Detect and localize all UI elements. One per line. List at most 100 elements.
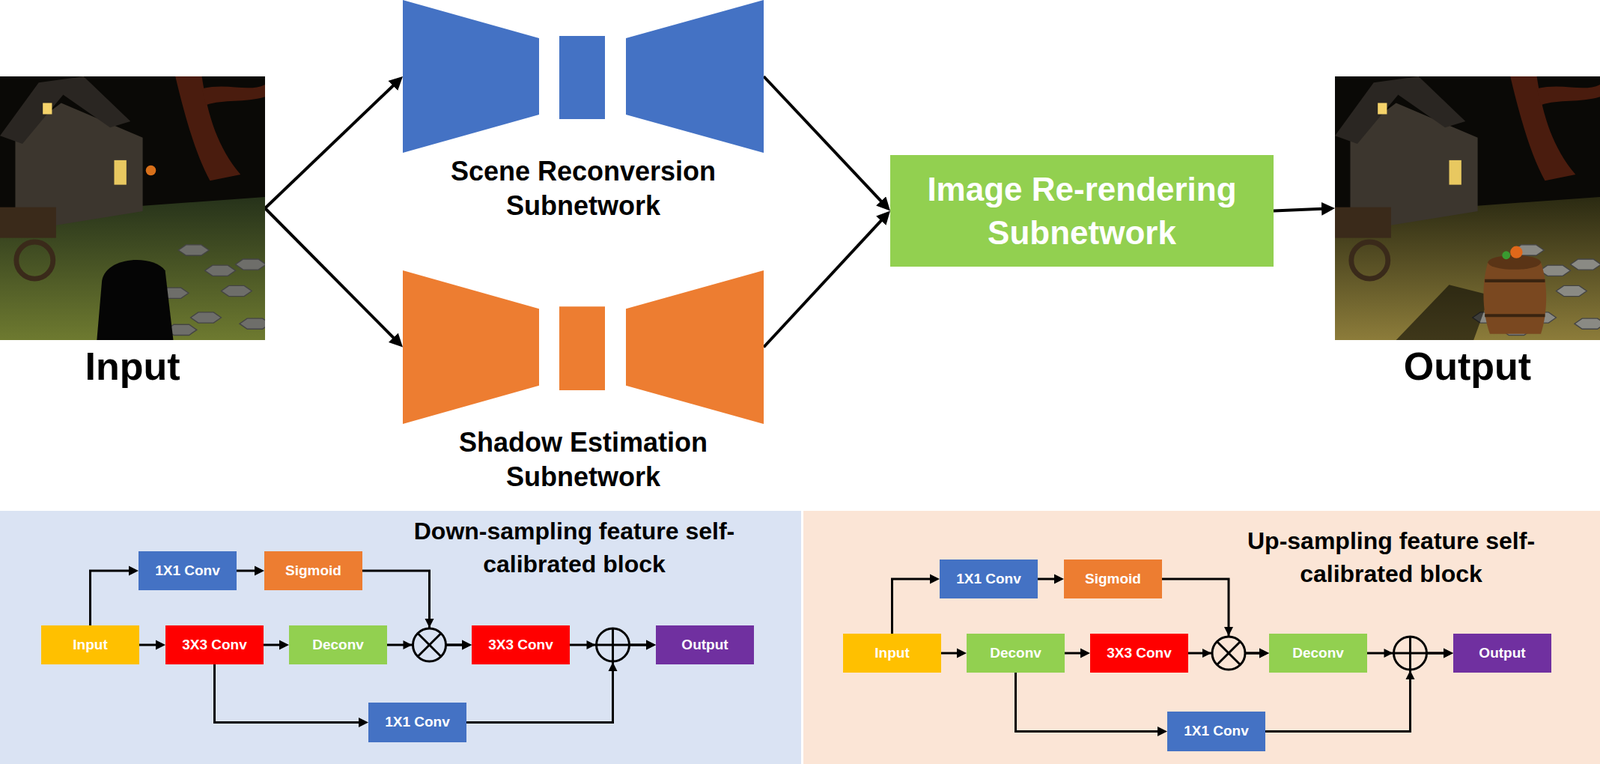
barrel-band: [1484, 313, 1545, 317]
stepping-stone: [1570, 259, 1600, 270]
stepping-stone: [239, 318, 266, 329]
layer-box: 3X3 Conv: [1090, 633, 1189, 673]
block-panel: Down-sampling feature self-calibrated bl…: [0, 510, 802, 764]
box-label: 1X1 Conv: [956, 570, 1022, 588]
node-caption: Input: [0, 342, 266, 390]
flow-arrow: [214, 664, 366, 723]
stepping-stone: [235, 259, 266, 270]
box-label: 3X3 Conv: [1106, 644, 1172, 662]
box-label: 1X1 Conv: [154, 562, 221, 580]
stepping-stone: [1555, 285, 1587, 296]
barrel-shadow: [1396, 284, 1490, 340]
encoder-decoder-shape: [559, 306, 605, 391]
arrow-head: [608, 661, 618, 671]
box-label: Output: [1478, 644, 1526, 662]
arrow-head: [1202, 648, 1212, 658]
operator-symbol: [1202, 626, 1246, 670]
apple: [1501, 250, 1511, 260]
multiply-stroke: [417, 632, 441, 656]
subnetwork-shape: Shadow Estimation Subnetwork: [402, 270, 764, 424]
operator-symbol: [586, 628, 630, 671]
subnetwork-outline: [402, 270, 764, 424]
layer-box: 3X3 Conv: [471, 625, 570, 665]
subnetwork-box: Image Re-rendering Subnetwork: [890, 154, 1274, 267]
block-title: Up-sampling feature self-calibrated bloc…: [1215, 524, 1568, 590]
stepping-stone: [220, 285, 252, 296]
scene-image: Input: [0, 76, 266, 340]
layer-box: Deconv: [966, 633, 1065, 673]
layer-box: Sigmoid: [264, 551, 363, 590]
flow-arrow: [892, 578, 937, 634]
panel-background: [803, 510, 1600, 764]
ground: [1334, 196, 1600, 340]
scene-picture: [0, 76, 266, 340]
flow-arrow: [763, 213, 888, 347]
box-label: 3X3 Conv: [488, 636, 554, 654]
box-label: Sigmoid: [1084, 570, 1142, 588]
cart: [0, 207, 57, 239]
night-sky: [0, 76, 266, 340]
arrow-head: [1384, 648, 1394, 658]
pumpkin: [145, 165, 157, 176]
block-title: Down-sampling feature self-calibrated bl…: [379, 514, 769, 581]
scene-image: Output: [1334, 76, 1600, 340]
layer-box: Output: [1453, 633, 1552, 673]
add-stroke: [611, 628, 614, 662]
flow-arrow: [941, 652, 964, 655]
node-caption: Output: [1334, 342, 1600, 390]
layer-box: Sigmoid: [1063, 559, 1163, 599]
operator-circle: [596, 628, 630, 662]
arrow-head: [403, 640, 413, 650]
multiply-stroke: [1216, 640, 1240, 665]
subnetwork-shape: Scene Reconversion Subnetwork: [402, 0, 764, 153]
tree-branch: [1537, 84, 1600, 105]
multiply-stroke: [1216, 640, 1240, 665]
arrow-head: [1406, 670, 1416, 680]
stepping-stone: [1540, 265, 1571, 276]
operator-symbol: [1384, 636, 1428, 680]
arrow-head: [586, 640, 596, 650]
block-panel: Up-sampling feature self-calibrated bloc…: [803, 510, 1600, 764]
operator-circle: [413, 628, 447, 662]
add-stroke: [1409, 636, 1412, 670]
encoder-decoder-shape: [559, 35, 605, 120]
encoder-decoder-shape: [625, 270, 764, 424]
cart-wheel: [16, 241, 54, 279]
house-roof: [0, 76, 131, 144]
flow-arrow: [1064, 652, 1088, 655]
lit-window: [42, 102, 52, 114]
subnetwork-outline: [402, 0, 764, 153]
flow-arrow: [1016, 672, 1165, 732]
stepping-stone: [1574, 318, 1600, 329]
scene-illustration: [0, 76, 266, 340]
layer-box: 1X1 Conv: [1167, 711, 1266, 751]
barrel: [1483, 262, 1547, 334]
box-label: Deconv: [1292, 644, 1344, 662]
flow-arrow: [763, 76, 888, 209]
scene-illustration: [1334, 76, 1600, 340]
lit-window: [1448, 160, 1461, 185]
box-label: Sigmoid: [285, 562, 342, 580]
arrow-head: [425, 618, 435, 628]
layer-box: 3X3 Conv: [165, 625, 264, 665]
box-label: 1X1 Conv: [1183, 722, 1249, 740]
stepping-stone: [178, 244, 209, 256]
flow-arrow: [1273, 208, 1332, 211]
house-roof: [1334, 76, 1466, 144]
stepping-stone: [190, 312, 222, 323]
flow-arrow: [236, 569, 262, 573]
node-caption: Scene Reconversion Subnetwork: [402, 154, 764, 224]
box-label: Image Re-rendering Subnetwork: [902, 167, 1262, 254]
stepping-stone: [205, 265, 236, 276]
flow-arrow: [1037, 578, 1061, 581]
operator-circle: [1212, 636, 1246, 670]
node-caption: Shadow Estimation Subnetwork: [402, 425, 764, 495]
operator-circle: [1394, 636, 1428, 670]
flow-arrow: [139, 643, 163, 647]
encoder-decoder-shape: [402, 270, 540, 424]
box-label: Output: [681, 636, 728, 654]
box-label: Deconv: [989, 644, 1042, 662]
box-label: 3X3 Conv: [181, 636, 248, 654]
flow-arrow: [90, 570, 136, 626]
